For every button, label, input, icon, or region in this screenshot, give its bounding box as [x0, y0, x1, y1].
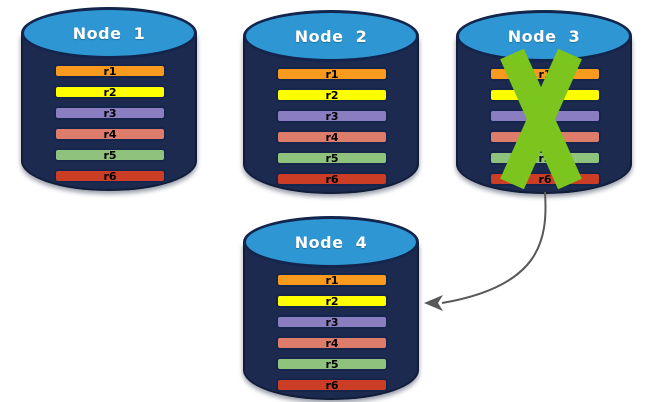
row-r5: r5 [54, 148, 166, 162]
row-label: r3 [103, 106, 117, 120]
row-r2: r2 [276, 88, 388, 102]
row-r6: r6 [54, 169, 166, 183]
row-label: r6 [103, 169, 117, 183]
row-r3: r3 [276, 315, 388, 329]
row-r3: r3 [276, 109, 388, 123]
row-label: r1 [325, 273, 339, 287]
row-r5: r5 [276, 151, 388, 165]
arrow-curve [441, 191, 547, 304]
row-label: r2 [325, 88, 339, 102]
db-node-1: r1 r2 r3 r4 r5 r6 Node 1 [21, 7, 197, 191]
row-label: r6 [325, 172, 339, 186]
db-node-4: r1 r2 r3 r4 r5 r6 Node 4 [243, 216, 419, 400]
row-r6: r6 [276, 378, 388, 392]
db-cylinder-top: Node 1 [21, 7, 197, 59]
row-label: r4 [325, 130, 339, 144]
row-list: r1 r2 r3 r4 r5 r6 [54, 64, 166, 190]
row-r6: r6 [276, 172, 388, 186]
row-r1: r1 [276, 67, 388, 81]
row-label: r2 [103, 85, 117, 99]
db-cylinder-top: Node 2 [243, 10, 419, 62]
row-r1: r1 [276, 273, 388, 287]
row-r5: r5 [276, 357, 388, 371]
node-label: Node 2 [294, 26, 368, 46]
row-label: r6 [538, 172, 552, 186]
row-r4: r4 [276, 336, 388, 350]
row-label: r3 [325, 109, 339, 123]
crossed-out-x-icon [500, 48, 582, 190]
row-label: r1 [325, 67, 339, 81]
node-label: Node 3 [507, 26, 581, 46]
row-r2: r2 [276, 294, 388, 308]
row-r4: r4 [54, 127, 166, 141]
arrow-head-icon [424, 295, 443, 311]
row-label: r1 [103, 64, 117, 78]
row-label: r3 [325, 315, 339, 329]
row-r3: r3 [54, 106, 166, 120]
row-label: r1 [538, 67, 552, 81]
row-label: r4 [325, 336, 339, 350]
row-r1: r1 [54, 64, 166, 78]
db-node-2: r1 r2 r3 r4 r5 r6 Node 2 [243, 10, 419, 194]
node-label: Node 4 [294, 232, 368, 252]
row-label: r5 [103, 148, 117, 162]
db-cylinder-top: Node 3 [456, 10, 632, 62]
row-label: r5 [325, 357, 339, 371]
row-label: r2 [325, 294, 339, 308]
node-label: Node 1 [72, 23, 146, 43]
row-label: r5 [325, 151, 339, 165]
row-r4: r4 [276, 130, 388, 144]
row-label: r6 [325, 378, 339, 392]
row-list: r1 r2 r3 r4 r5 r6 [276, 273, 388, 399]
db-cylinder-top: Node 4 [243, 216, 419, 268]
row-r2: r2 [54, 85, 166, 99]
row-list: r1 r2 r3 r4 r5 r6 [276, 67, 388, 193]
row-label: r4 [103, 127, 117, 141]
